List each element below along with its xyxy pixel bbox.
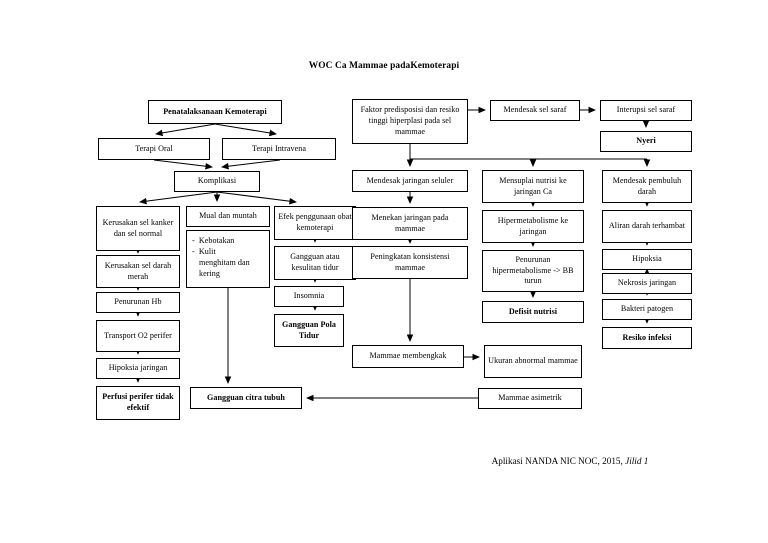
node-hipoksia: Hipoksia bbox=[602, 249, 692, 270]
node-ukuran-abnormal: Ukuran abnormal mammae bbox=[484, 345, 582, 378]
node-penurunan-hipermetabolisme: Penurunan hipermetabolisme -> BB turun bbox=[482, 250, 584, 292]
node-label: Mammae membengkak bbox=[369, 351, 447, 361]
node-label: Mendesak sel saraf bbox=[503, 105, 567, 115]
node-label: Perfusi perifer tidak efektif bbox=[102, 392, 174, 412]
node-nekrosis-jaringan: Nekrosis jaringan bbox=[602, 273, 692, 294]
node-menekan-jaringan: Menekan jaringan pada mammae bbox=[352, 207, 468, 240]
footer-volume: Jilid 1 bbox=[625, 456, 649, 466]
node-efek-obat: Efek penggunaan obat kemoterapi bbox=[274, 206, 356, 240]
node-label: Faktor predisposisi dan resiko tinggi hi… bbox=[360, 105, 460, 136]
node-label: Nekrosis jaringan bbox=[617, 278, 677, 288]
node-label: Penatalaksanaan Kemoterapi bbox=[163, 106, 267, 116]
node-mendesak-jaringan-seluler: Mendesak jaringan seluler bbox=[352, 170, 468, 192]
node-label: Peningkatan konsistensi mammae bbox=[370, 251, 450, 272]
side-effect-item: - Kulit bbox=[192, 247, 216, 257]
node-resiko-infeksi: Resiko infeksi bbox=[602, 327, 692, 349]
node-label: Kerusakan sel kanker dan sel normal bbox=[102, 217, 174, 238]
node-nyeri: Nyeri bbox=[600, 131, 692, 152]
footer-text: Aplikasi NANDA NIC NOC, 2015, bbox=[491, 456, 626, 466]
node-label: Mendesak jaringan seluler bbox=[366, 175, 454, 185]
node-mual-muntah: Mual dan muntah bbox=[186, 206, 270, 227]
node-transport-o2: Transport O2 perifer bbox=[96, 320, 180, 352]
node-label: Terapi Oral bbox=[135, 143, 173, 153]
node-label: Transport O2 perifer bbox=[104, 330, 172, 340]
node-komplikasi: Komplikasi bbox=[174, 171, 260, 192]
node-label: Terapi Intravena bbox=[252, 143, 306, 153]
node-label: Resiko infeksi bbox=[622, 332, 672, 342]
side-effect-item-cont: kering bbox=[199, 269, 220, 279]
node-label: Kerusakan sel darah merah bbox=[104, 260, 172, 281]
node-label: Mensuplai nutrisi ke jaringan Ca bbox=[499, 175, 567, 196]
node-terapi-oral: Terapi Oral bbox=[98, 138, 210, 160]
node-hipoksia-jaringan: Hipoksia jaringan bbox=[96, 358, 180, 379]
node-efek-samping-list: - Kebotakan - Kulit menghitam dan kering bbox=[186, 230, 270, 288]
node-bakteri-patogen: Bakteri patogen bbox=[602, 299, 692, 320]
node-kerusakan-sel-kanker: Kerusakan sel kanker dan sel normal bbox=[96, 206, 180, 251]
node-label: Hipoksia jaringan bbox=[108, 363, 168, 373]
node-insomnia: Insomnia bbox=[274, 286, 344, 307]
node-label: Hipermetabolisme ke jaringan bbox=[497, 215, 569, 236]
node-faktor-predisposisi: Faktor predisposisi dan resiko tinggi hi… bbox=[352, 99, 468, 144]
node-interupsi-sel-saraf: Interupsi sel saraf bbox=[600, 100, 692, 121]
node-mammae-membengkak: Mammae membengkak bbox=[352, 345, 464, 368]
node-label: Mammae asimetrik bbox=[498, 393, 562, 403]
node-label: Mual dan muntah bbox=[199, 211, 257, 221]
node-label: Defisit nutrisi bbox=[508, 306, 558, 316]
node-penurunan-hb: Penurunan Hb bbox=[96, 292, 180, 313]
node-hipermetabolisme: Hipermetabolisme ke jaringan bbox=[482, 210, 584, 243]
node-gangguan-citra: Gangguan citra tubuh bbox=[190, 387, 302, 409]
node-defisit-nutrisi: Defisit nutrisi bbox=[482, 301, 584, 323]
node-label: Gangguan citra tubuh bbox=[207, 392, 285, 402]
node-label: Gangguan atau kesulitan tidur bbox=[290, 252, 340, 272]
side-effect-item-cont: menghitam dan bbox=[199, 258, 250, 268]
node-label: Menekan jaringan pada mammae bbox=[371, 212, 449, 233]
node-peningkatan-konsistensi: Peningkatan konsistensi mammae bbox=[352, 246, 468, 279]
node-gangguan-pola-tidur: Gangguan Pola Tidur bbox=[274, 314, 344, 347]
node-mendesak-pembuluh: Mendesak pembuluh darah bbox=[602, 170, 692, 203]
node-kerusakan-sel-darah: Kerusakan sel darah merah bbox=[96, 255, 180, 288]
side-effect-item: - Kebotakan bbox=[192, 236, 235, 245]
node-mammae-asimetrik: Mammae asimetrik bbox=[478, 388, 582, 409]
node-label: Gangguan Pola Tidur bbox=[282, 319, 336, 340]
node-label: Penurunan hipermetabolisme -> BB turun bbox=[492, 254, 574, 286]
footer-citation: Aplikasi NANDA NIC NOC, 2015, Jilid 1 bbox=[440, 456, 700, 466]
node-penatalaksanaan: Penatalaksanaan Kemoterapi bbox=[148, 100, 282, 124]
page-title: WOC Ca Mammae padaKemoterapi bbox=[308, 61, 460, 71]
node-aliran-darah: Aliran darah terhambat bbox=[602, 210, 692, 243]
node-mendesak-sel-saraf: Mendesak sel saraf bbox=[490, 100, 580, 121]
node-gangguan-tidur: Gangguan atau kesulitan tidur bbox=[274, 246, 356, 280]
node-label: Aliran darah terhambat bbox=[608, 221, 686, 231]
node-label: Insomnia bbox=[293, 291, 325, 301]
side-effect-list: - Kebotakan - Kulit menghitam dan kering bbox=[192, 235, 264, 280]
node-label: Bakteri patogen bbox=[620, 304, 674, 314]
node-label: Efek penggunaan obat kemoterapi bbox=[278, 212, 352, 232]
node-label: Komplikasi bbox=[197, 176, 237, 186]
node-label: Nyeri bbox=[636, 136, 656, 146]
node-label: Penurunan Hb bbox=[114, 297, 162, 307]
node-perfusi-perifer: Perfusi perifer tidak efektif bbox=[96, 386, 180, 420]
node-terapi-intravena: Terapi Intravena bbox=[222, 138, 336, 160]
node-label: Mendesak pembuluh darah bbox=[612, 175, 682, 196]
node-label: Hipoksia bbox=[632, 254, 662, 264]
node-label: Interupsi sel saraf bbox=[616, 105, 676, 115]
node-mensuplai-nutrisi: Mensuplai nutrisi ke jaringan Ca bbox=[482, 170, 584, 203]
node-label: Ukuran abnormal mammae bbox=[488, 356, 578, 366]
